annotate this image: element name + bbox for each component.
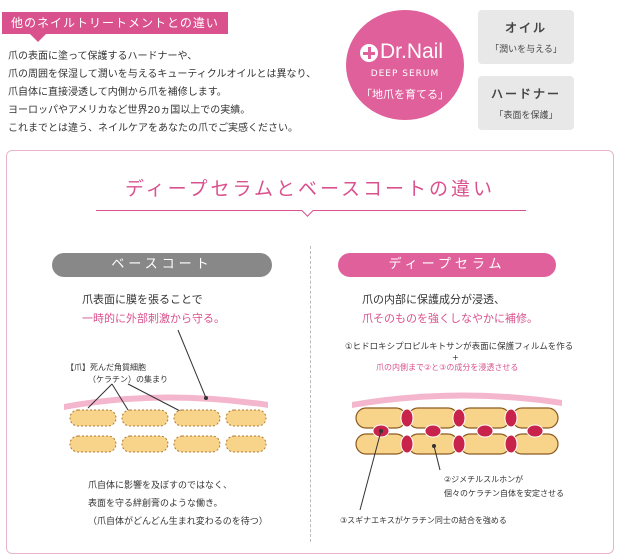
base-lead-1: 爪表面に膜を張ることで xyxy=(82,293,203,306)
base-caption-2: 表面を守る絆創膏のような働き。 xyxy=(88,499,223,509)
intro-line: 爪の表面に塗って保護するハードナーや、 xyxy=(8,51,198,62)
serum-note-3a: ②ジメチルスルホンが xyxy=(444,475,524,484)
base-caption-3: （爪自体がどんどん生まれ変わるのを待つ） xyxy=(88,517,268,527)
column-divider xyxy=(310,246,311,542)
base-label-1: 【爪】死んだ角質細胞 xyxy=(66,363,146,372)
comparison-title: ディープセラムとベースコートの違い xyxy=(124,178,495,200)
serum-lead-2: 爪そのものを強くしなやかに補修。 xyxy=(362,312,538,325)
base-lead-2: 一時的に外部刺激から守る。 xyxy=(82,312,225,325)
base-caption-1: 爪自体に影響を及ぼすのではなく、 xyxy=(88,481,233,491)
oil-title: オイル xyxy=(504,21,547,35)
serum-note-2: 爪の内側まで②と③の成分を浸透させる xyxy=(376,363,519,372)
serum-note-4: ③スギナエキスがケラチン同士の結合を強める xyxy=(340,516,507,525)
section-badge: 他のネイルトリートメントとの違い xyxy=(2,12,228,42)
intro-text: 爪の表面に塗って保護するハードナーや、 爪の周囲を保湿して潤いを与えるキューティ… xyxy=(8,48,338,138)
logo-tagline: 「地爪を育てる」 xyxy=(361,88,449,101)
oil-box: オイル 「潤いを与える」 xyxy=(478,10,574,64)
intro-line: ヨーロッパやアメリカなど世界20ヵ国以上での実績。 xyxy=(8,105,251,116)
base-label-2: （ケラチン）の集まり xyxy=(88,375,168,384)
oil-desc: 「潤いを与える」 xyxy=(490,45,562,55)
intro-line: 爪の周囲を保湿して潤いを与えるキューティクルオイルとは異なり、 xyxy=(8,69,317,80)
intro-line: 爪自体に直接浸透して内側から爪を補修します。 xyxy=(8,87,227,98)
brand-logo: Dr.Nail DEEP SERUM 「地爪を育てる」 xyxy=(346,10,464,120)
logo-sub: DEEP SERUM xyxy=(370,69,440,79)
deep-serum-pill: ディープセラム xyxy=(338,253,556,277)
logo-brand: Dr.Nail xyxy=(380,40,444,63)
hardener-desc: 「表面を保護」 xyxy=(494,111,558,121)
serum-note-1: ①ヒドロキシプロピルキトサンが表面に保護フィルムを作る xyxy=(345,342,574,352)
serum-note-3b: 個々のケラチン自体を安定させる xyxy=(444,489,564,498)
plus-icon xyxy=(360,44,378,62)
hardener-title: ハードナー xyxy=(490,87,561,101)
hardener-box: ハードナー 「表面を保護」 xyxy=(478,76,574,130)
comparison-frame xyxy=(6,150,614,554)
serum-plus: + xyxy=(452,353,459,362)
serum-lead-1: 爪の内部に保護成分が浸透、 xyxy=(362,293,505,306)
intro-line: これまでとは違う、ネイルケアをあなたの爪でご実感ください。 xyxy=(8,123,298,134)
base-coat-pill: ベースコート xyxy=(52,253,272,277)
